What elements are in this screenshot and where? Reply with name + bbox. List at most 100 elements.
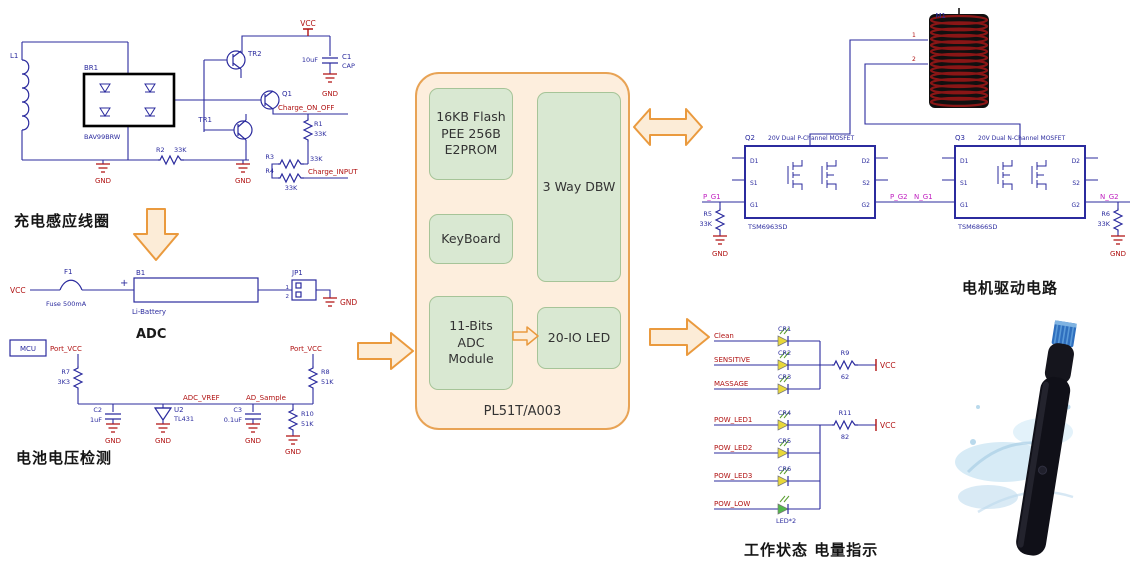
net-n-g2: N_G2 (1100, 193, 1119, 201)
capacitor-c2 (105, 413, 121, 420)
ref-cr5: CR5 (778, 437, 791, 445)
ref-r11: R11 (839, 409, 852, 417)
flow-arrow-double (633, 108, 703, 146)
net-charge-on-off: Charge_ON_OFF (278, 104, 334, 112)
pin-s2: S2 (862, 180, 870, 187)
jp1-pin2: 2 (286, 294, 290, 300)
caption-battery-detect: 电池电压检测 (16, 449, 113, 467)
resistor-r8 (307, 366, 319, 390)
val-r1: 33K (314, 130, 327, 138)
ref-r8: R8 (321, 368, 330, 376)
val-r8: 51K (321, 378, 334, 386)
net-pow-led3: POW_LED3 (714, 472, 752, 480)
ref-q2: Q2 (745, 134, 755, 142)
vcc-symbol (303, 28, 313, 36)
pin-s2: S2 (1072, 180, 1080, 187)
gnd-label: GND (322, 90, 338, 98)
ref-r5: R5 (703, 210, 712, 218)
part-q2: TSM6963SD (747, 223, 787, 231)
caption-charging-coil: 充电感应线圈 (14, 212, 111, 230)
ref-m1: M1 (936, 12, 947, 20)
ref-br1: BR1 (84, 64, 98, 72)
net-n-g1: N_G1 (914, 193, 933, 201)
bridge-rectifier (82, 72, 176, 128)
ref-cr1: CR1 (778, 325, 791, 333)
net-charge-input: Charge_INPUT (308, 168, 358, 176)
resistor-r2 (158, 154, 184, 166)
net-pow-low: POW_LOW (714, 500, 750, 508)
net-port-vcc: Port_VCC (290, 345, 322, 353)
ref-b1: B1 (136, 269, 145, 277)
pin-g2: G2 (862, 202, 871, 209)
ref-r7: R7 (61, 368, 70, 376)
net-adc-vref: ADC_VREF (183, 394, 220, 402)
ref-u2: U2 (174, 406, 184, 414)
net-pow-led1: POW_LED1 (714, 416, 752, 424)
val-r9: 62 (841, 373, 849, 381)
ref-jp1: JP1 (291, 269, 303, 277)
val-c2: 1uF (90, 416, 102, 424)
net-clean: Clean (714, 332, 734, 340)
net-vcc: VCC (880, 421, 896, 430)
led-cr4 (777, 411, 790, 431)
resistor-r3 (278, 158, 304, 170)
mcu-block-adc: 11-Bits ADC Module (429, 296, 513, 390)
pin-s1: S1 (750, 180, 758, 187)
mosfet-symbols (787, 160, 1047, 190)
pin-s1: S1 (960, 180, 968, 187)
gnd-label: GND (155, 437, 171, 445)
wires (702, 39, 1130, 236)
net-vcc: VCC (300, 19, 316, 28)
ref-c3: C3 (233, 406, 242, 414)
net-vcc: VCC (10, 286, 26, 295)
mosfet-q3-box (954, 145, 1086, 219)
resistor-r1 (302, 118, 314, 142)
inductor-l1 (21, 59, 30, 131)
gnd-label: GND (712, 250, 728, 258)
ref-cr6: CR6 (778, 465, 791, 473)
mcu-block-dbw: 3 Way DBW (537, 92, 621, 282)
resistor-r10 (287, 408, 299, 432)
capacitor-c1 (322, 57, 338, 64)
fuse-f1 (59, 279, 83, 291)
gnd-label: GND (105, 437, 121, 445)
gnd-symbols (106, 297, 337, 445)
val-c3: 0.1uF (224, 416, 242, 424)
battery-b1 (133, 277, 259, 303)
net-port-vcc: Port_VCC (50, 345, 82, 353)
mcu-title: PL51T/A003 (483, 404, 562, 419)
coil-pin1: 1 (912, 32, 916, 39)
ref-l1: L1 (10, 52, 18, 60)
ref-r9: R9 (841, 349, 850, 357)
ref-tr1: TR1 (197, 116, 212, 124)
gnd-label: GND (245, 437, 261, 445)
led-cr3 (777, 375, 790, 395)
led-cr1 (777, 327, 790, 347)
flow-arrow-down (133, 208, 179, 261)
val-r10: 51K (301, 420, 314, 428)
net-p-g2: P_G2 (890, 193, 908, 201)
pin-d1: D1 (960, 158, 969, 165)
mcu-block-io-led: 20-IO LED (537, 307, 621, 369)
val-r3: 33K (310, 155, 323, 163)
pin-d1: D1 (750, 158, 759, 165)
connector-jp1 (291, 279, 317, 301)
caption-status-leds: 工作状态 电量指示 (744, 541, 879, 559)
flow-arrow-right-status (649, 318, 710, 356)
gnd-label: GND (95, 177, 111, 185)
ref-c1: C1 (342, 53, 351, 61)
val-r7: 3K3 (57, 378, 70, 386)
ref-cr2: CR2 (778, 349, 791, 357)
arrow-adc-to-led (512, 326, 539, 346)
resistor-r5 (714, 208, 726, 232)
resistor-r11 (832, 419, 858, 431)
gnd-label: GND (235, 177, 251, 185)
ref-tr2: TR2 (247, 50, 262, 58)
ref-f1: F1 (64, 268, 72, 276)
type-c1: CAP (342, 62, 355, 70)
adc-label: ADC (136, 327, 166, 342)
pin-d2: D2 (1072, 158, 1081, 165)
val-f1: Fuse 500mA (46, 300, 87, 308)
gnd-label: GND (285, 448, 301, 456)
mcu-block-flash: 16KB Flash PEE 256B E2PROM (429, 88, 513, 180)
